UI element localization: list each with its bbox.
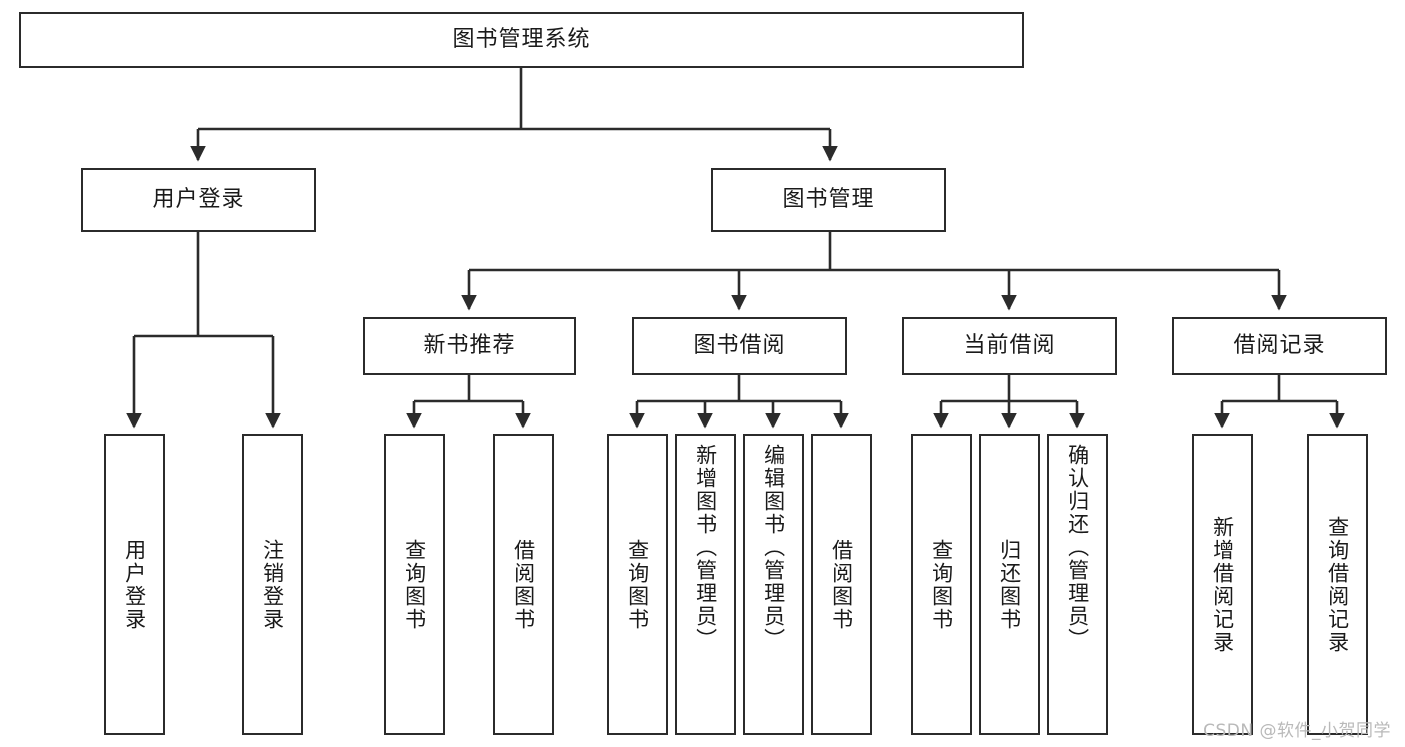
leaf-book-borrow-query[interactable]: 查询图书 [607,434,668,735]
leaf-user-login-logout[interactable]: 注销登录 [242,434,303,735]
leaf-label: 编辑图书（管理员） [761,444,786,651]
node-label: 借阅记录 [1233,332,1326,358]
leaf-book-borrow-borrow[interactable]: 借阅图书 [811,434,872,735]
leaf-user-login-login[interactable]: 用户登录 [104,434,165,735]
leaf-borrow-record-query[interactable]: 查询借阅记录 [1307,434,1368,735]
leaf-label: 新增图书（管理员） [693,444,718,651]
leaf-borrow-record-add[interactable]: 新增借阅记录 [1192,434,1253,735]
leaf-label: 新增借阅记录 [1210,515,1235,654]
leaf-new-book-borrow[interactable]: 借阅图书 [493,434,554,735]
node-current-borrow[interactable]: 当前借阅 [902,317,1117,375]
leaf-current-borrow-confirm-return[interactable]: 确认归还（管理员） [1047,434,1108,735]
leaf-label: 用户登录 [122,538,147,631]
leaf-label: 查询图书 [625,538,650,631]
node-label: 新书推荐 [423,332,516,358]
leaf-label: 借阅图书 [829,538,854,631]
leaf-label: 查询借阅记录 [1325,515,1350,654]
node-label: 图书借阅 [693,332,786,358]
leaf-book-borrow-add[interactable]: 新增图书（管理员） [675,434,736,735]
node-label: 当前借阅 [963,332,1056,358]
leaf-label: 查询图书 [402,538,427,631]
leaf-label: 确认归还（管理员） [1065,444,1090,651]
leaf-book-borrow-edit[interactable]: 编辑图书（管理员） [743,434,804,735]
node-label: 用户登录 [152,186,245,212]
node-label: 图书管理系统 [452,26,591,52]
leaf-current-borrow-return[interactable]: 归还图书 [979,434,1040,735]
node-label: 图书管理 [782,186,875,212]
node-book-borrow[interactable]: 图书借阅 [632,317,847,375]
leaf-label: 归还图书 [997,538,1022,631]
node-new-book-recommend[interactable]: 新书推荐 [363,317,576,375]
csdn-watermark: CSDN @软件_小贺同学 [1203,721,1391,741]
leaf-label: 查询图书 [929,538,954,631]
leaf-label: 借阅图书 [511,538,536,631]
node-user-login[interactable]: 用户登录 [81,168,316,232]
leaf-new-book-query[interactable]: 查询图书 [384,434,445,735]
node-book-management[interactable]: 图书管理 [711,168,946,232]
leaf-label: 注销登录 [260,538,285,631]
node-root-system[interactable]: 图书管理系统 [19,12,1024,68]
node-borrow-record[interactable]: 借阅记录 [1172,317,1387,375]
leaf-current-borrow-query[interactable]: 查询图书 [911,434,972,735]
